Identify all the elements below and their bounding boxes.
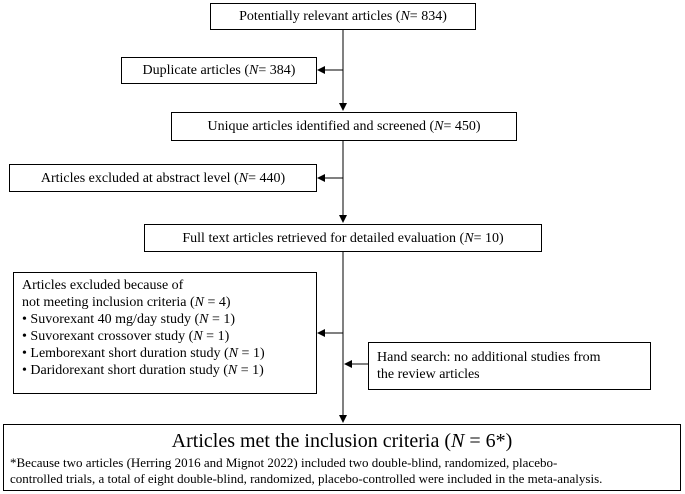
n-symbol: N [193,329,203,344]
exclusion-item: • Daridorexant short duration study (N =… [22,362,308,379]
exclusion-item-count: = 1) [208,312,236,327]
final-inclusion-label: Articles met the inclusion criteria ( [171,430,452,452]
exclusion-item-label: • Suvorexant crossover study ( [22,329,194,344]
n-symbol: N [434,119,444,134]
unique-articles-box: Unique articles identified and screened … [171,112,517,141]
full-text-count: = 10) [473,230,504,246]
potentially-relevant-label: Potentially relevant articles ( [239,9,401,24]
footnote-line1: *Because two articles (Herring 2016 and … [10,455,558,470]
hand-search-box: Hand search: no additional studies from … [368,342,651,390]
n-symbol: N [227,363,238,378]
exclusion-item-label: • Lemborexant short duration study ( [22,346,229,361]
n-symbol: N [194,295,204,310]
excluded-abstract-label: Articles excluded at abstract level ( [40,170,239,186]
potentially-relevant-count: = 834) [409,9,447,24]
n-symbol: N [464,230,474,246]
unique-articles-label: Unique articles identified and screened … [207,119,435,134]
n-symbol: N [238,170,249,186]
n-symbol: N [199,312,209,327]
exclusion-item-label: • Suvorexant 40 mg/day study ( [22,312,200,327]
hand-search-line2: the review articles [377,367,480,382]
full-text-box: Full text articles retrieved for detaile… [144,224,542,252]
n-symbol: N [400,9,410,24]
duplicates-label: Duplicate articles ( [142,63,250,78]
exclusion-item-count: = 1) [238,346,265,361]
unique-articles-count: = 450) [443,119,481,134]
excluded-criteria-count: = 4) [203,295,231,310]
potentially-relevant-box: Potentially relevant articles (N = 834) [210,3,476,30]
n-symbol: N [451,430,465,452]
final-inclusion-box: Articles met the inclusion criteria (N =… [3,424,681,491]
n-symbol: N [249,63,259,78]
exclusion-item-label: • Daridorexant short duration study ( [22,363,228,378]
exclusion-item-count: = 1) [202,329,230,344]
n-symbol: N [228,346,239,361]
final-inclusion-count: = 6*) [464,430,513,452]
excluded-abstract-box: Articles excluded at abstract level (N =… [9,164,317,192]
final-inclusion-title: Articles met the inclusion criteria (N =… [4,429,680,453]
excluded-criteria-box: Articles excluded because of not meeting… [13,272,317,394]
full-text-label: Full text articles retrieved for detaile… [182,230,465,246]
excluded-criteria-heading: Articles excluded because of [22,278,184,293]
hand-search-line1: Hand search: no additional studies from [377,350,601,365]
exclusion-item-count: = 1) [237,363,264,378]
exclusion-item: • Suvorexant 40 mg/day study (N = 1) [22,311,308,328]
excluded-criteria-label: not meeting inclusion criteria ( [22,295,195,310]
duplicates-box: Duplicate articles (N = 384) [121,57,317,84]
exclusion-item: • Lemborexant short duration study (N = … [22,345,308,362]
excluded-criteria-subheading: not meeting inclusion criteria (N = 4) [22,294,308,311]
footnote-line2: controlled trials, a total of eight doub… [10,471,603,486]
exclusion-item: • Suvorexant crossover study (N = 1) [22,328,308,345]
duplicates-count: = 384) [258,63,296,78]
final-footnote: *Because two articles (Herring 2016 and … [4,453,680,487]
excluded-abstract-count: = 440) [248,170,286,186]
